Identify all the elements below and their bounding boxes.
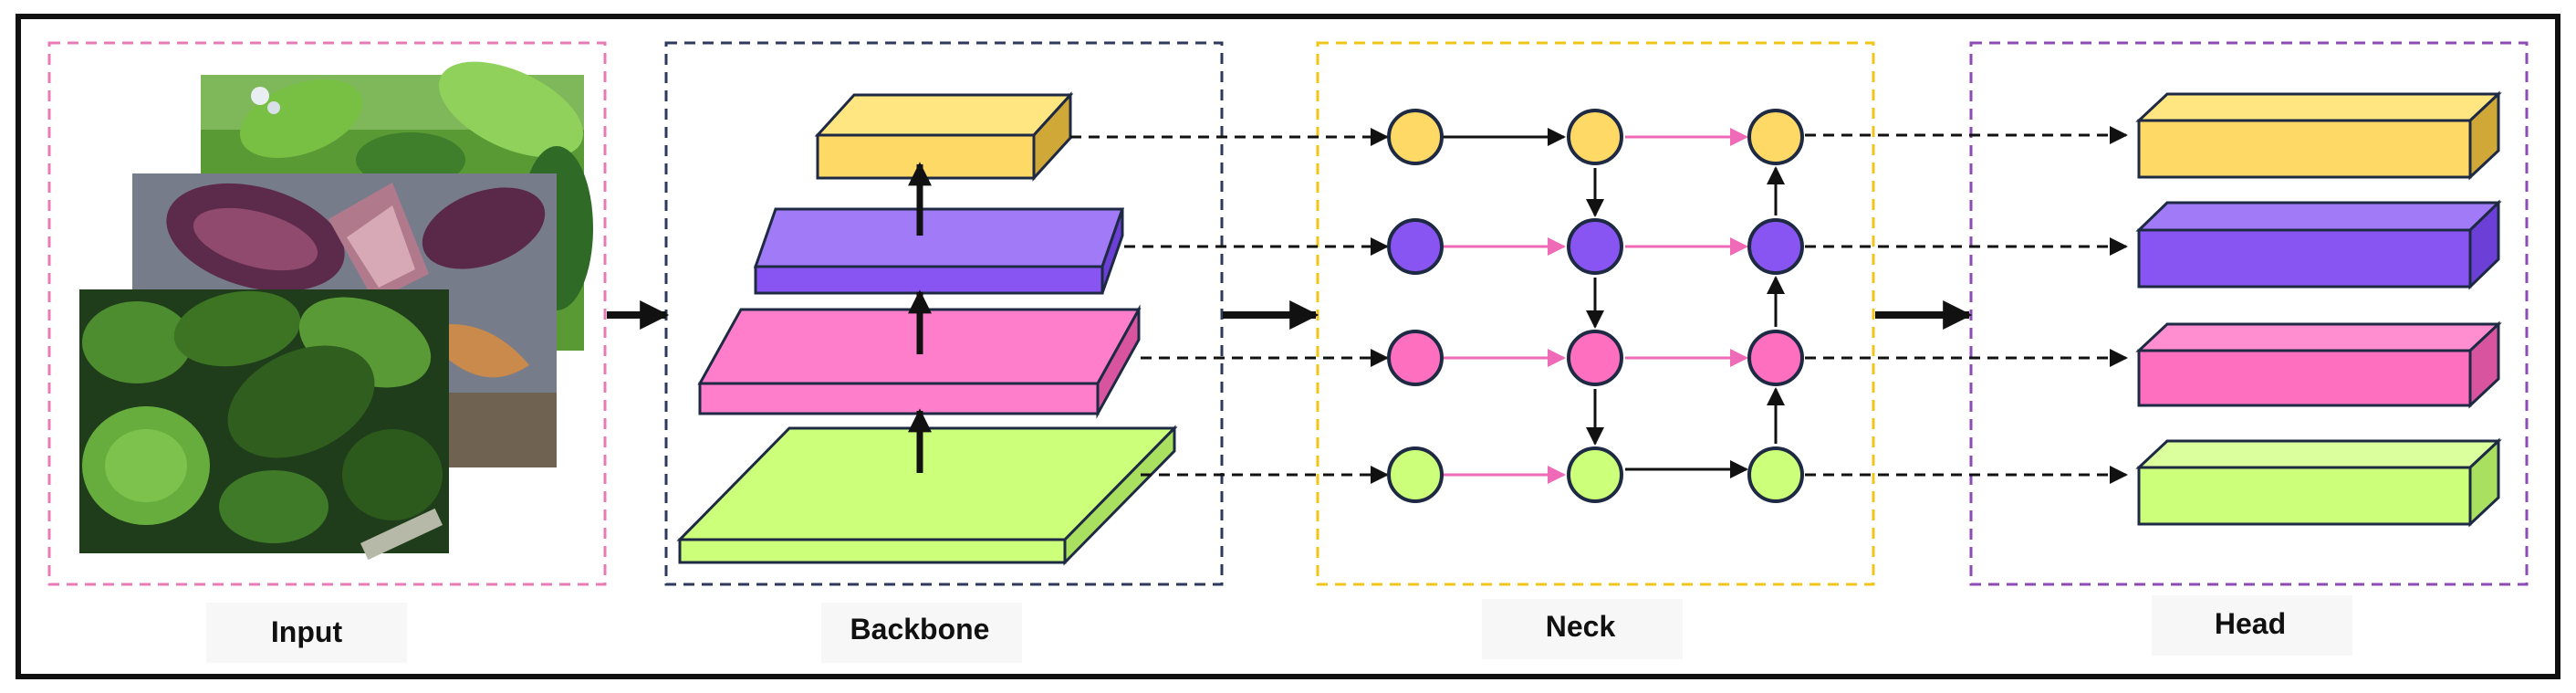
neck-node-yellow bbox=[1387, 109, 1444, 165]
backbone-neck-connectors bbox=[1070, 128, 1389, 484]
input-stage-box bbox=[47, 41, 607, 586]
backbone-level-yellow bbox=[814, 91, 1074, 182]
neck-node-purple bbox=[1387, 218, 1444, 275]
neck-head-connectors bbox=[1805, 126, 2128, 484]
head-label: Head bbox=[2215, 607, 2286, 640]
neck-node-pink bbox=[1387, 330, 1444, 386]
input-label-backdrop bbox=[206, 603, 407, 663]
head-output-green bbox=[2135, 437, 2502, 528]
input-label: Input bbox=[271, 615, 343, 648]
neck-node-pink bbox=[1567, 330, 1623, 386]
neck-node-purple bbox=[1747, 218, 1804, 275]
neck-node-green bbox=[1387, 446, 1444, 503]
neck-label: Neck bbox=[1546, 610, 1616, 643]
backbone-label: Backbone bbox=[850, 613, 990, 646]
head-output-yellow bbox=[2135, 90, 2502, 181]
neck-node-green bbox=[1747, 446, 1804, 503]
outer-frame bbox=[16, 14, 2560, 679]
backbone-label-backdrop bbox=[821, 603, 1022, 663]
neck-label-backdrop bbox=[1482, 599, 1683, 659]
neck-node-purple bbox=[1567, 218, 1623, 275]
backbone-level-green bbox=[676, 425, 1178, 566]
neck-node-yellow bbox=[1747, 109, 1804, 165]
head-output-pink bbox=[2135, 320, 2502, 409]
head-output-purple bbox=[2135, 199, 2502, 290]
neck-node-pink bbox=[1747, 330, 1804, 386]
betel-leaf-photo bbox=[79, 289, 449, 561]
head-label-backdrop bbox=[2152, 595, 2352, 656]
neck-node-green bbox=[1567, 446, 1623, 503]
neck-node-yellow bbox=[1567, 109, 1623, 165]
backbone-level-purple bbox=[753, 207, 1125, 295]
